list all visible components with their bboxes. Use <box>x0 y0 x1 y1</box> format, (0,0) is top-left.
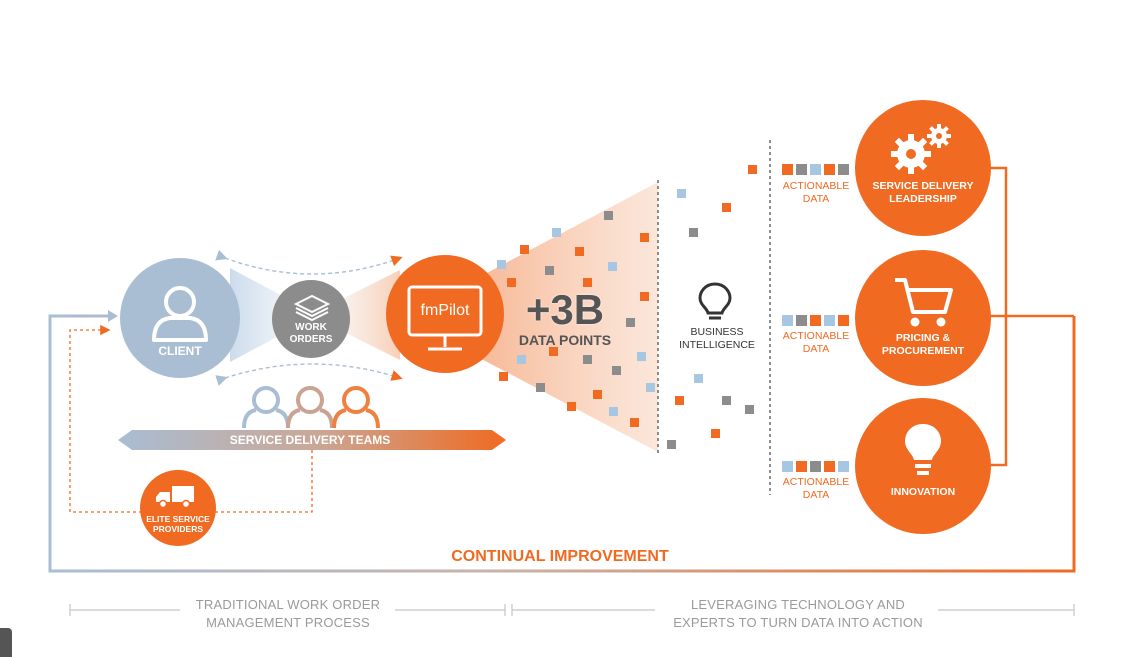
fmpilot-logo-text: fmPilot <box>420 302 470 319</box>
outcome-label-1: SERVICE DELIVERY LEADERSHIP <box>872 180 974 205</box>
document-stack-icon <box>293 294 331 322</box>
fmpilot-node: fmPilot <box>386 255 504 373</box>
work-orders-node: WORK ORDERS <box>272 280 350 358</box>
data-points-label: DATA POINTS <box>518 332 612 348</box>
service-delivery-teams-bar <box>118 430 506 450</box>
corner-tab[interactable] <box>0 628 12 657</box>
outcome-bracket <box>990 166 1074 467</box>
client-node: CLIENT <box>120 258 240 378</box>
phase-ruler <box>69 604 1075 616</box>
business-intelligence-label: BUSINESS INTELLIGENCE <box>679 326 755 351</box>
outcome-label-2: PRICING & PROCUREMENT <box>881 332 965 357</box>
elite-service-providers-label: ELITE SERVICE PROVIDERS <box>146 514 210 535</box>
continual-improvement-label: CONTINUAL IMPROVEMENT <box>451 548 669 565</box>
actionable-square-row-2 <box>782 315 849 326</box>
outcome-innovation: INNOVATION <box>855 398 991 534</box>
phase-caption-leveraging: LEVERAGING TECHNOLOGY AND EXPERTS TO TUR… <box>673 597 923 630</box>
shopping-cart-icon <box>895 278 953 327</box>
service-delivery-teams-label: SERVICE DELIVERY TEAMS <box>229 433 391 447</box>
team-person-icons <box>242 386 380 429</box>
outcome-label-3: INNOVATION <box>890 486 956 498</box>
lightbulb-icon <box>905 424 941 475</box>
actionable-data-label-3: ACTIONABLE DATA <box>782 476 850 501</box>
phase-caption-traditional: TRADITIONAL WORK ORDER MANAGEMENT PROCES… <box>195 597 381 630</box>
gears-icon <box>891 124 951 174</box>
dashed-arrow-top <box>215 249 403 275</box>
outcome-pricing-procurement: PRICING & PROCUREMENT <box>855 250 991 386</box>
dashed-arrow-bottom <box>215 363 403 386</box>
actionable-square-row-1 <box>782 164 849 175</box>
elite-service-providers-node: ELITE SERVICE PROVIDERS <box>140 470 216 546</box>
data-cone <box>455 182 658 452</box>
person-icon <box>152 286 208 342</box>
client-label: CLIENT <box>158 344 202 358</box>
work-orders-label: WORK ORDERS <box>289 322 333 345</box>
continual-improvement-loop <box>48 310 1076 573</box>
data-point-squares <box>497 165 757 449</box>
truck-icon <box>156 486 194 509</box>
actionable-square-row-3 <box>782 461 849 472</box>
data-points-value: +3B <box>525 286 605 333</box>
actionable-data-label-2: ACTIONABLE DATA <box>782 330 850 355</box>
monitor-icon <box>407 285 483 351</box>
elite-provider-links <box>69 324 313 513</box>
outcome-service-delivery-leadership: SERVICE DELIVERY LEADERSHIP <box>855 100 991 236</box>
lightbulb-outline-icon <box>698 282 732 320</box>
actionable-data-label-1: ACTIONABLE DATA <box>782 180 850 205</box>
